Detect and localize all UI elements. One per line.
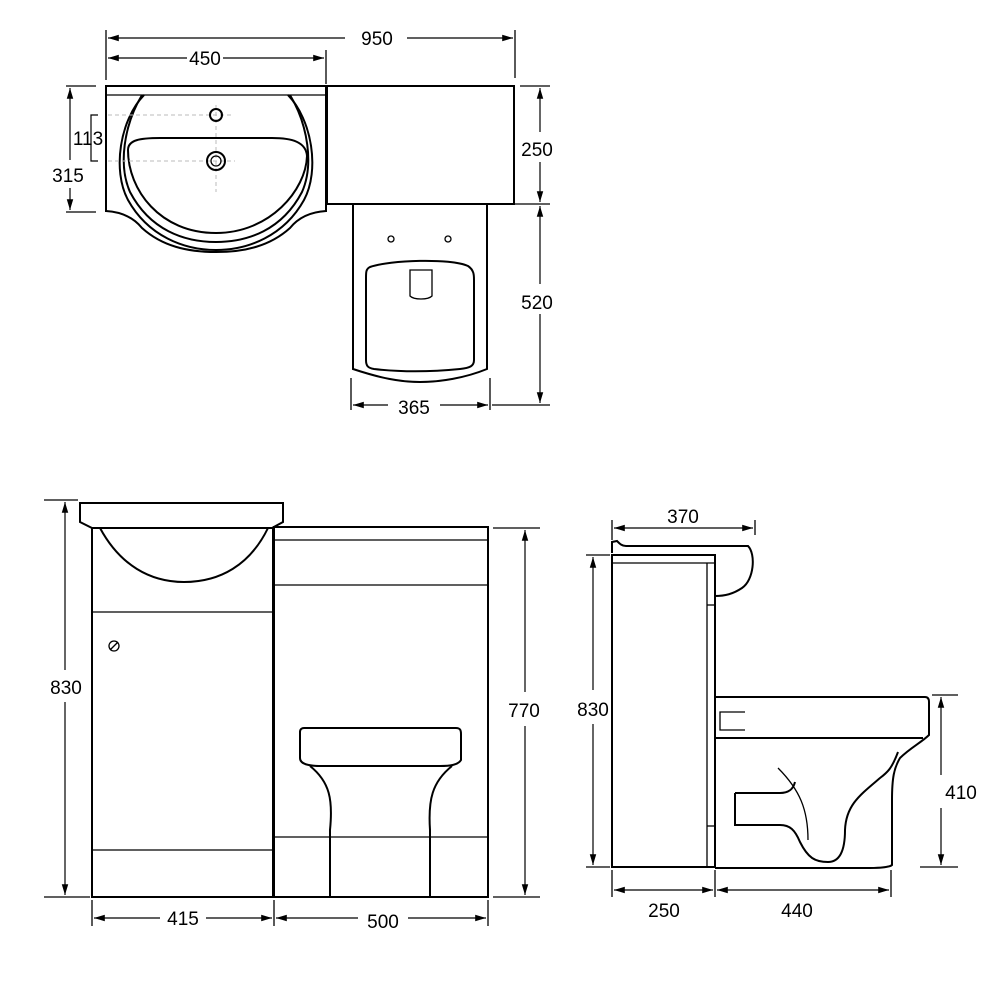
dim-label: 315: [52, 166, 84, 187]
dim-label: 830: [577, 700, 609, 721]
dimension-basin-width: 450: [108, 49, 324, 70]
toilet-cabinet-plan: [326, 85, 515, 205]
dim-label: 415: [167, 909, 199, 930]
dim-label: 410: [945, 783, 977, 804]
cabinet-side: [611, 539, 754, 868]
dimension-overall-width: 950: [108, 29, 513, 50]
dimension-pan-height: 410: [937, 697, 977, 865]
dim-label: 370: [667, 507, 699, 528]
dim-label: 500: [367, 912, 399, 933]
dimension-toilet-unit-width: 500: [276, 912, 486, 933]
dim-label: 770: [508, 701, 540, 722]
dim-label: 520: [521, 293, 553, 314]
dim-label: 250: [648, 901, 680, 922]
dim-label: 250: [521, 140, 553, 161]
dimension-side-cabinet-depth: 250: [614, 886, 713, 922]
dim-label: 440: [781, 901, 813, 922]
front-view: 830 770 415 500: [44, 499, 540, 933]
dimension-basin-unit-width: 415: [94, 909, 272, 930]
dimension-basin-depth: 315: [52, 88, 84, 210]
dimension-cabinet-height: 770: [508, 530, 540, 895]
dim-label: 450: [189, 49, 221, 70]
toilet-side: [715, 696, 930, 869]
dimension-toilet-projection: 520: [521, 206, 553, 403]
toilet-plan: [352, 204, 488, 384]
tap-hole-icon: [209, 108, 223, 122]
dimension-toilet-width: 365: [353, 398, 488, 419]
dim-label: 950: [361, 29, 393, 50]
dim-label: 113: [73, 129, 103, 150]
dimension-cabinet-depth: 250: [521, 88, 553, 202]
dimension-pan-projection: 440: [717, 886, 889, 922]
dimension-side-height: 830: [577, 557, 609, 865]
waste-hole-icon: [206, 151, 226, 171]
side-view: 370 830 410 250 440: [577, 507, 977, 922]
dim-label: 365: [398, 398, 430, 419]
basin-unit-front: [79, 502, 284, 898]
dimension-side-basin-depth: 370: [614, 507, 753, 532]
dim-label: 830: [50, 678, 82, 699]
basin-plan: [105, 85, 327, 254]
dimension-tap-to-waste: 113: [73, 114, 103, 162]
dimension-basin-height: 830: [50, 501, 82, 895]
door-handle-icon: [108, 640, 120, 652]
plan-view: 950 450: [52, 29, 553, 419]
toilet-unit-front: [273, 526, 489, 898]
